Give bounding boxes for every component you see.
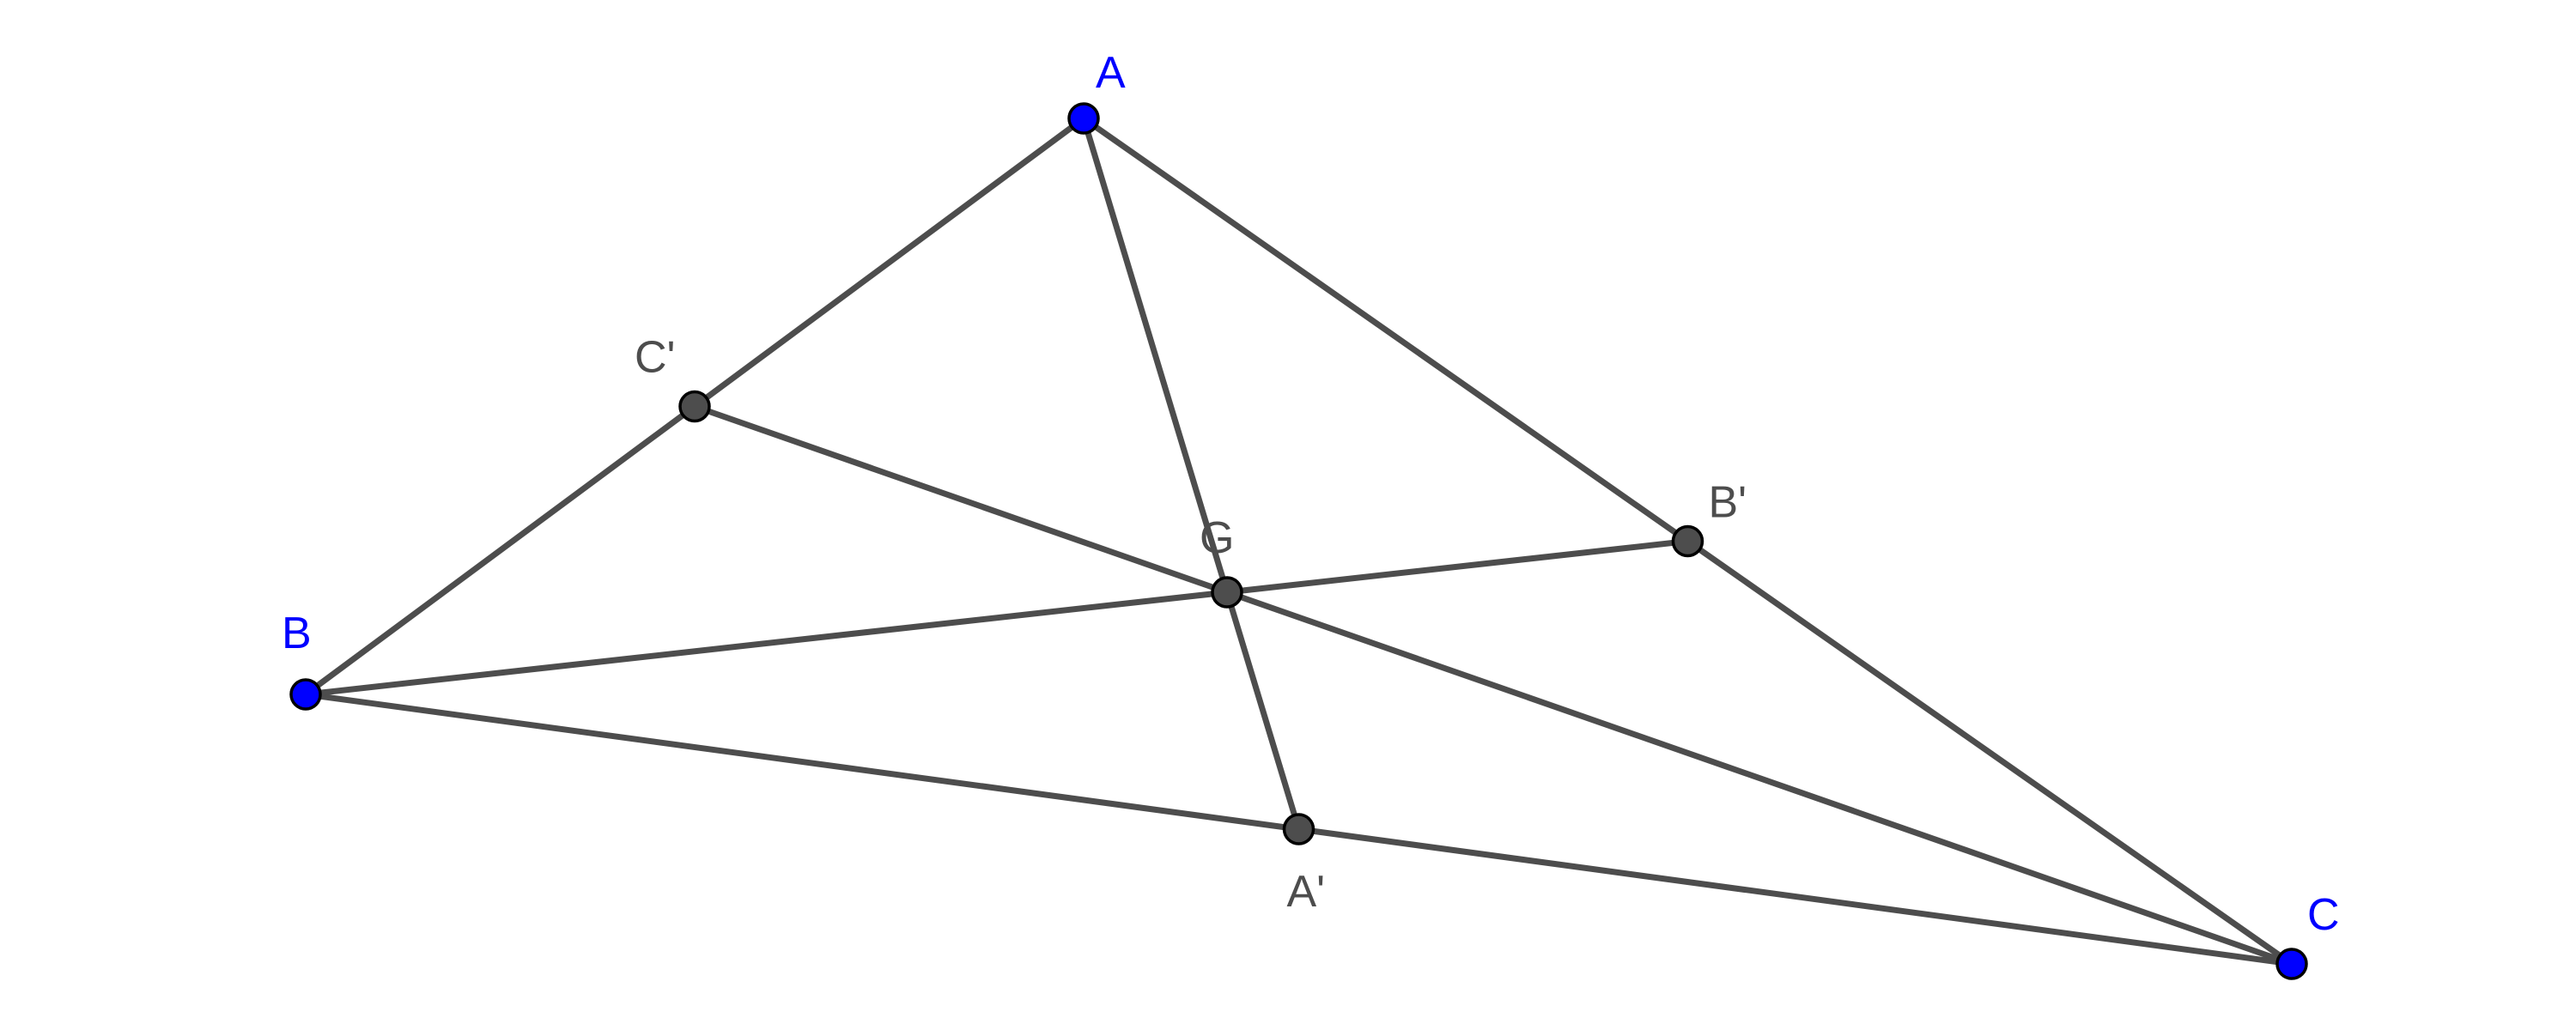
point-G[interactable] <box>1211 576 1243 609</box>
point-label-B: B <box>282 609 312 658</box>
segment-C-Cp[interactable] <box>693 403 2293 967</box>
point-label-G: G <box>1200 513 1234 563</box>
point-B[interactable] <box>289 678 322 711</box>
point-label-Ap: A' <box>1287 867 1326 917</box>
point-label-Bp: B' <box>1709 478 1747 528</box>
point-label-A: A <box>1096 48 1126 98</box>
point-A[interactable] <box>1067 102 1100 135</box>
point-Bp[interactable] <box>1671 524 1704 558</box>
point-label-C: C <box>2307 890 2340 940</box>
segment-B-Bp[interactable] <box>305 538 1688 698</box>
segment-A-Ap[interactable] <box>1080 117 1302 831</box>
point-C[interactable] <box>2275 948 2308 980</box>
point-Cp[interactable] <box>678 390 711 423</box>
point-label-Cp: C' <box>635 333 675 383</box>
point-Ap[interactable] <box>1282 813 1315 845</box>
